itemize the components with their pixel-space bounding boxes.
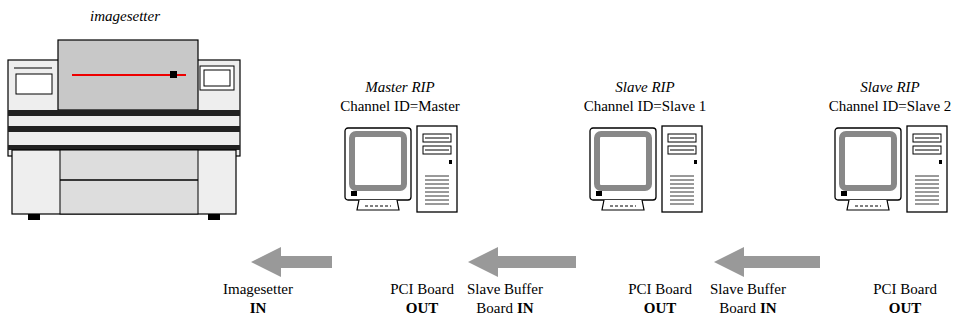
- computer-node: Slave RIPChannel ID=Slave 1: [580, 78, 710, 275]
- board-name: PCI Board: [857, 280, 953, 299]
- computer-node: Master RIPChannel ID=Master: [336, 78, 464, 275]
- node-title: imagesetter: [3, 7, 247, 25]
- flow-arrow: [251, 247, 332, 277]
- channel-id: Channel ID=Master: [336, 97, 464, 115]
- node-title: Slave RIP: [580, 78, 710, 96]
- port-label: PCI BoardOUT: [857, 280, 953, 318]
- port-direction: IN: [517, 300, 534, 316]
- device-node: imagesetter: [3, 5, 247, 275]
- port-label: PCI BoardOUT: [610, 280, 710, 318]
- flow-arrow: [468, 247, 576, 277]
- computer-icon: [590, 126, 702, 212]
- port-label: Slave Buffer BoardIN: [706, 280, 790, 318]
- node-title: Master RIP: [336, 78, 464, 96]
- port-label: PCI BoardOUT: [372, 280, 472, 318]
- board-name: Imagesetter: [203, 280, 313, 299]
- imagesetter-machine: [8, 40, 240, 220]
- channel-id: Channel ID=Slave 2: [824, 97, 956, 115]
- computer-node: Slave RIPChannel ID=Slave 2: [824, 78, 956, 275]
- port-direction: IN: [203, 299, 313, 318]
- flow-arrow: [714, 247, 820, 277]
- channel-id: Channel ID=Slave 1: [580, 97, 710, 115]
- computer-icon: [835, 126, 947, 212]
- port-direction: IN: [760, 300, 777, 316]
- port-direction: OUT: [372, 299, 472, 318]
- port-direction: OUT: [857, 299, 953, 318]
- computer-icon: [345, 126, 457, 212]
- port-label: Slave Buffer BoardIN: [463, 280, 547, 318]
- port-direction: OUT: [610, 299, 710, 318]
- port-label: ImagesetterIN: [203, 280, 313, 318]
- board-name: PCI Board: [372, 280, 472, 299]
- node-title: Slave RIP: [824, 78, 956, 96]
- board-name: PCI Board: [610, 280, 710, 299]
